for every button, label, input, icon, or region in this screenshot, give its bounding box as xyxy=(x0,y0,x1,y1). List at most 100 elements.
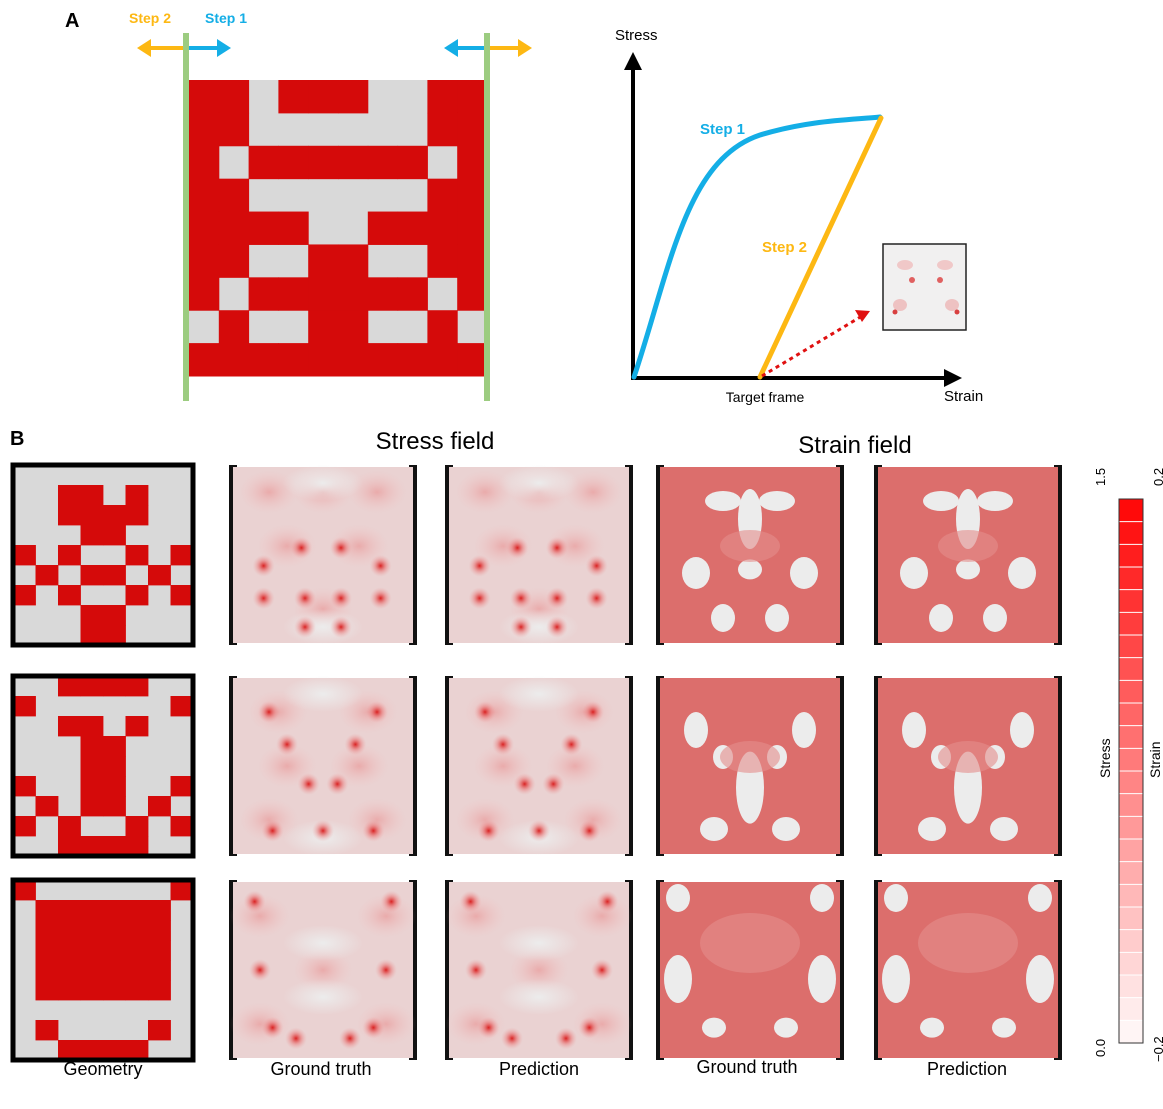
geometry-cell xyxy=(58,676,81,696)
geometry-cell xyxy=(427,113,457,146)
geometry-cell xyxy=(148,960,171,980)
geometry-tile xyxy=(13,880,193,1060)
geometry-cell xyxy=(249,343,279,376)
geometry-cell xyxy=(126,716,149,736)
geometry-cell xyxy=(148,920,171,940)
geometry-cell xyxy=(308,343,338,376)
colorbar-band xyxy=(1119,862,1143,885)
geometry-cell xyxy=(398,146,428,179)
geometry-cell xyxy=(457,80,487,113)
left-grip xyxy=(183,33,189,401)
panel-b-figure xyxy=(0,455,1163,1065)
geometry-cell xyxy=(427,80,457,113)
colorbar-strain-label: Strain xyxy=(1147,741,1163,778)
geometry-cell xyxy=(103,1040,126,1060)
geometry-cell xyxy=(219,310,249,343)
geometry-cell xyxy=(126,545,149,565)
geometry-cell xyxy=(126,676,149,696)
colorbar-stress-min: 0.0 xyxy=(1093,1039,1108,1057)
geometry-cell xyxy=(189,80,219,113)
geometry-cell xyxy=(126,585,149,605)
geometry-cell xyxy=(126,940,149,960)
geometry-cell xyxy=(368,212,398,245)
geometry-cell xyxy=(457,146,487,179)
stress-field-tile xyxy=(229,676,417,856)
geometry-cell xyxy=(189,113,219,146)
geometry-cell xyxy=(13,880,36,900)
geometry-cell xyxy=(148,940,171,960)
geometry-cell xyxy=(338,244,368,277)
geometry-cell xyxy=(36,920,59,940)
geometry-cell xyxy=(278,277,308,310)
strain-field-tile xyxy=(874,880,1062,1060)
geometry-cell xyxy=(171,585,194,605)
stress-field-tile xyxy=(445,676,633,856)
geometry-cell xyxy=(81,960,104,980)
geometry-cell xyxy=(103,565,126,585)
col-label-geometry: Geometry xyxy=(23,1059,183,1080)
stress-field-tile xyxy=(445,465,633,645)
geometry-cell xyxy=(457,244,487,277)
geometry-cell xyxy=(189,277,219,310)
geometry-cell xyxy=(126,505,149,525)
geometry-cell xyxy=(36,980,59,1000)
geometry-tile xyxy=(13,465,193,645)
geometry-cell xyxy=(171,545,194,565)
x-axis-label: Strain xyxy=(944,388,983,405)
geometry-cell xyxy=(171,696,194,716)
step2-label: Step 2 xyxy=(129,10,171,26)
geometry-cell xyxy=(81,756,104,776)
geometry-cell xyxy=(126,816,149,836)
geometry-cell xyxy=(58,585,81,605)
geometry-column xyxy=(13,465,193,1060)
geometry-cell xyxy=(189,212,219,245)
geometry-cell xyxy=(103,605,126,625)
colorbar-band xyxy=(1119,680,1143,703)
step2-arrow-left-head xyxy=(137,39,151,57)
geometry-cell xyxy=(103,505,126,525)
geometry-cell xyxy=(13,776,36,796)
geometry-cell xyxy=(103,900,126,920)
geometry-cell xyxy=(36,1020,59,1040)
geometry-cell xyxy=(58,716,81,736)
geometry-cell xyxy=(81,485,104,505)
geometry-cell xyxy=(427,212,457,245)
step1-label: Step 1 xyxy=(205,10,247,26)
geometry-cell xyxy=(126,980,149,1000)
geometry-cell xyxy=(36,960,59,980)
target-frame-label: Target frame xyxy=(726,389,805,405)
geometry-cell xyxy=(58,960,81,980)
geometry-cell xyxy=(308,310,338,343)
colorbar-band xyxy=(1119,726,1143,749)
colorbar-band xyxy=(1119,703,1143,726)
geometry-cell xyxy=(278,146,308,179)
geometry-cell xyxy=(308,244,338,277)
strain-field-tile xyxy=(656,465,844,645)
colorbar-strain-min: −0.2 xyxy=(1151,1036,1163,1062)
strain-field-tile xyxy=(656,880,844,1060)
col-label-stress-prediction: Prediction xyxy=(459,1059,619,1080)
colorbar-band xyxy=(1119,612,1143,635)
geometry-cell xyxy=(148,900,171,920)
colorbar-band xyxy=(1119,635,1143,658)
geometry-cell xyxy=(398,212,428,245)
colorbar xyxy=(1119,499,1143,1043)
geometry-cell xyxy=(103,920,126,940)
geometry-cell xyxy=(81,796,104,816)
geometry-cell xyxy=(219,179,249,212)
geometry-cell xyxy=(368,146,398,179)
geometry-cell xyxy=(81,836,104,856)
colorbar-band xyxy=(1119,816,1143,839)
geometry-cell xyxy=(148,565,171,585)
geometry-cell xyxy=(308,80,338,113)
stress-field-title: Stress field xyxy=(315,428,555,456)
geometry-cell xyxy=(126,920,149,940)
colorbar-stress-max: 1.5 xyxy=(1093,468,1108,486)
geometry-cell xyxy=(219,244,249,277)
panel-a-figure: Step 2 Step 1 Stress Strain Step 1 Step … xyxy=(0,0,1163,420)
geometry-cell xyxy=(338,146,368,179)
geometry-cell xyxy=(278,80,308,113)
geometry-cell xyxy=(126,836,149,856)
geometry-cell xyxy=(278,343,308,376)
geometry-cell xyxy=(13,585,36,605)
